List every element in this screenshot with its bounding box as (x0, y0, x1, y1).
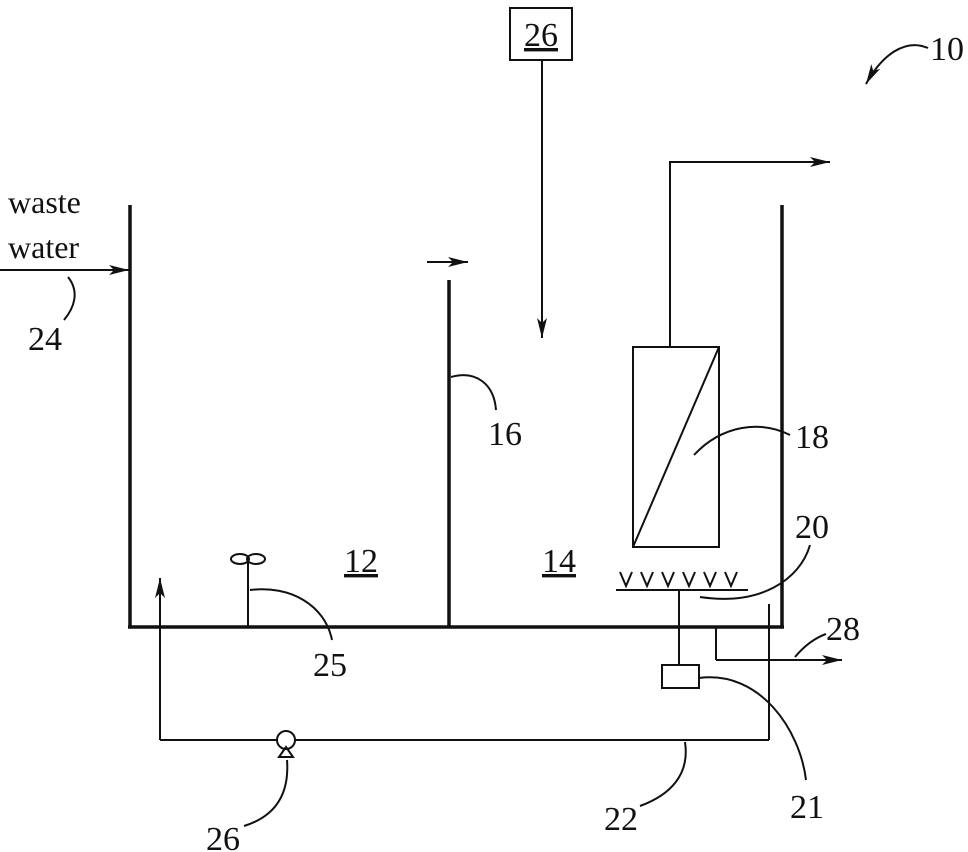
membrane-box (632, 346, 720, 548)
blower-leader (698, 676, 807, 781)
diffuser: 20 (616, 509, 829, 600)
diffuser-leader (699, 544, 811, 600)
mixer: 25 (230, 553, 347, 684)
blower-label: 21 (790, 789, 824, 826)
sludge-outlet: 28 (715, 611, 860, 665)
pump: 26 (206, 730, 296, 852)
recycle-loop: 22 (155, 578, 770, 838)
membrane-diagonal (632, 346, 720, 548)
anoxic-zone-label: 12 (344, 543, 378, 580)
mixer-leader (249, 588, 333, 641)
blower-box (661, 664, 700, 689)
inlet-label-line2: water (8, 229, 79, 265)
blower: 21 (661, 590, 824, 826)
dosing-unit: 26 (509, 7, 573, 338)
sludge-leader (794, 633, 827, 658)
baffle-label: 16 (488, 416, 522, 453)
membrane-module: 18 (632, 157, 830, 548)
diffuser-label: 20 (795, 509, 829, 546)
membrane-label: 18 (795, 419, 829, 456)
mixer-label: 25 (313, 647, 347, 684)
sludge-label: 28 (826, 611, 860, 648)
recycle-label: 22 (604, 801, 638, 838)
membrane-leader (693, 425, 791, 456)
mixer-icon (230, 553, 266, 627)
tank (128, 205, 784, 629)
system-ref-arrow (865, 44, 929, 85)
system-ref-label: 10 (930, 31, 964, 68)
dosing-box-label: 26 (524, 17, 558, 54)
permeate-line (669, 157, 830, 347)
inlet-label-line1: waste (8, 184, 81, 220)
pump-label: 26 (206, 821, 240, 852)
inlet-ref-leader (63, 276, 76, 321)
inlet: waste water 24 (0, 184, 129, 358)
pump-icon (276, 730, 296, 758)
baffle-leader (450, 374, 497, 411)
inlet-ref-label: 24 (28, 321, 62, 358)
recycle-leader (639, 741, 687, 807)
diffuser-icon (616, 571, 748, 591)
aerobic-zone-label: 14 (542, 543, 576, 580)
pump-leader (243, 759, 289, 827)
